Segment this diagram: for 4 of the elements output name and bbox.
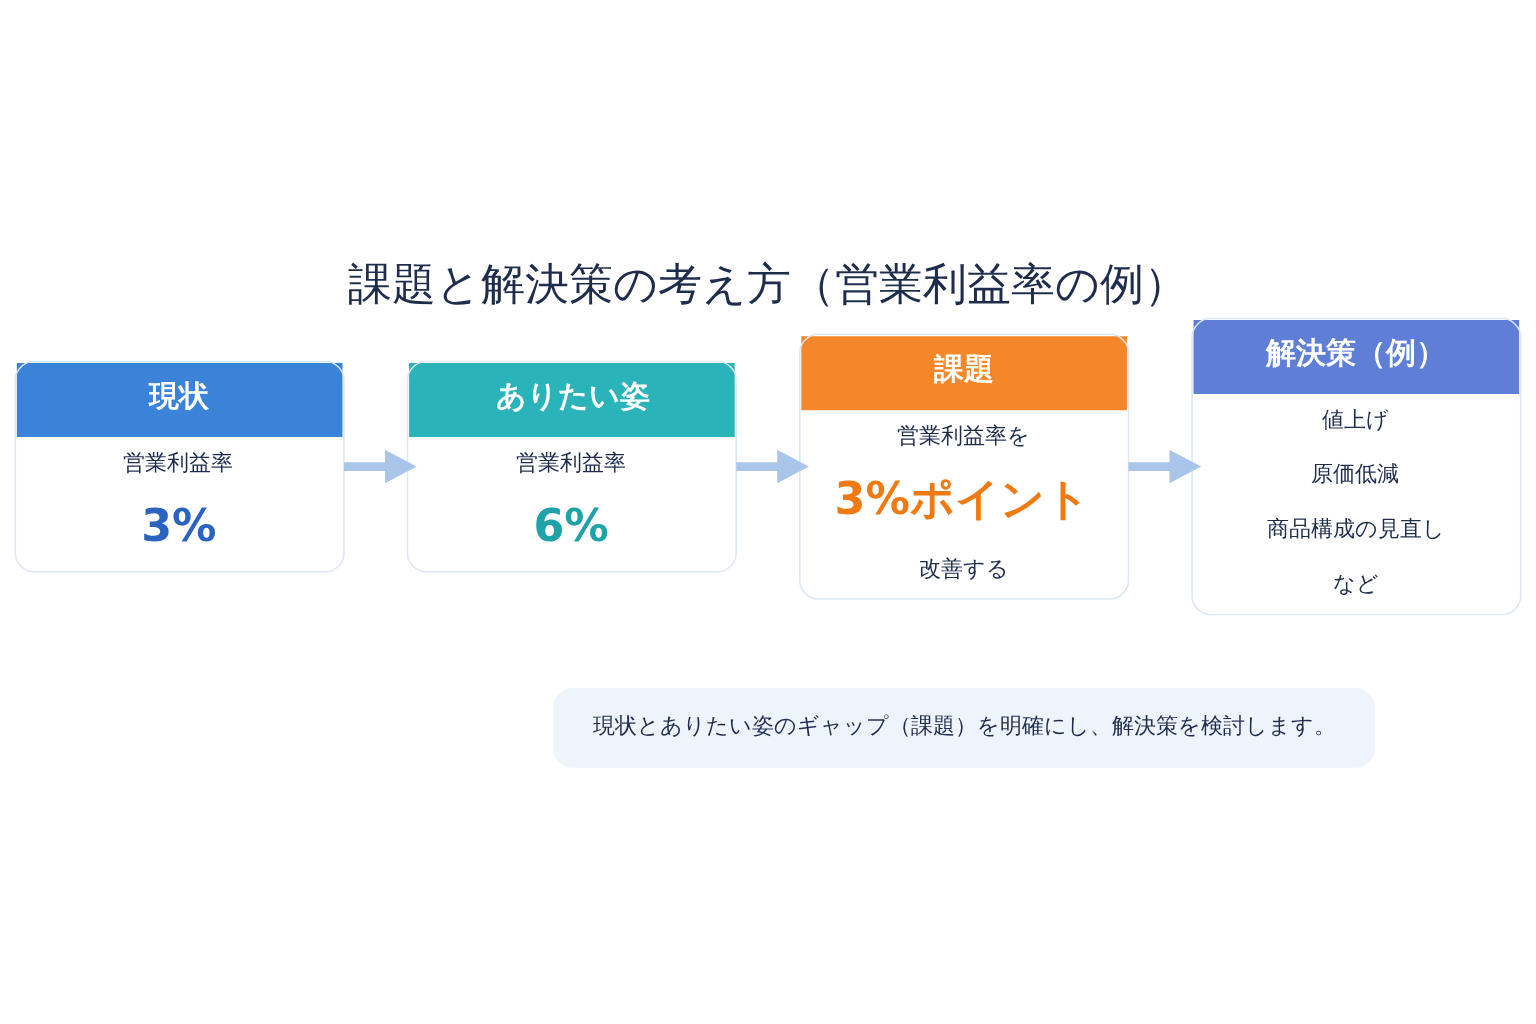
arrow — [1128, 449, 1202, 483]
diagram-title: 課題と解決策の考え方（営業利益率の例） — [348, 257, 1188, 309]
arrow — [736, 449, 809, 483]
arrow — [344, 449, 417, 483]
